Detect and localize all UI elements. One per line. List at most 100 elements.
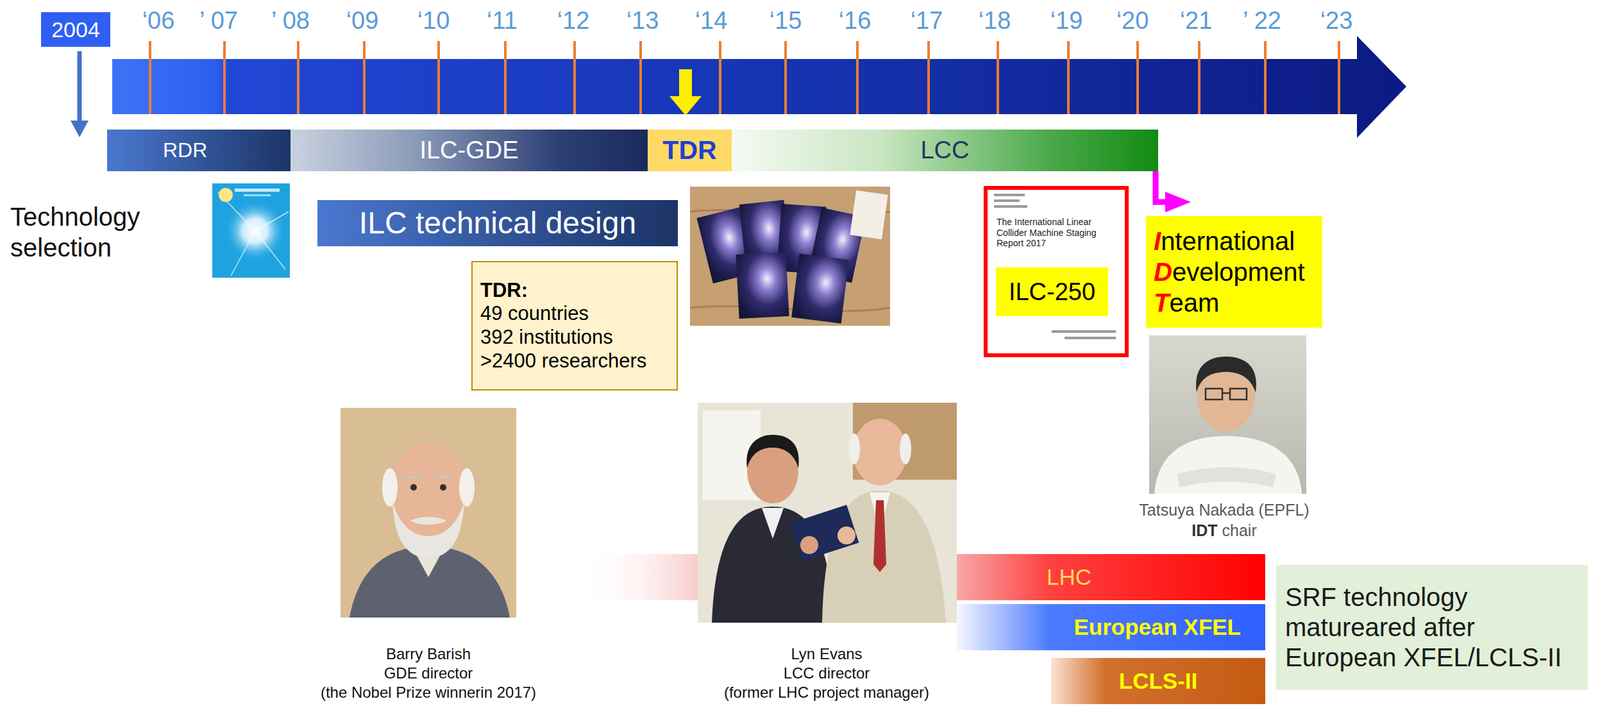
staging-report-page	[993, 199, 1020, 203]
year-label: ‘12	[557, 6, 590, 36]
nakada-portrait	[1229, 388, 1247, 400]
person-caption: Tatsuya Nakada (EPFL)	[1138, 500, 1309, 520]
person-caption: Lyn Evans	[790, 645, 862, 664]
nakada-portrait	[1154, 436, 1302, 494]
year-label: ‘14	[695, 6, 728, 36]
initial-letter: D	[1153, 257, 1173, 287]
nakada-portrait	[1149, 335, 1307, 494]
phase-name: ILC-GDE	[419, 135, 519, 165]
person-caption: GDE director	[384, 664, 474, 683]
year-ticks	[223, 41, 226, 115]
evans-handover-photo	[746, 434, 799, 469]
facility-name: European XFEL	[1073, 613, 1241, 640]
evans-handover-photo	[790, 504, 860, 561]
year-label: ‘19	[1050, 6, 1084, 36]
year-box: 2004	[41, 12, 111, 47]
design-title: ILC technical design	[359, 205, 637, 242]
facility-bar: LCLS-II	[1051, 657, 1266, 705]
tdr-volumes-photo	[735, 252, 789, 319]
person-caption: LCC director	[783, 664, 871, 683]
facility-name: LHC	[1046, 563, 1092, 590]
year-label: ‘15	[769, 6, 803, 36]
year-label: ‘21	[1179, 6, 1213, 36]
year-ticks	[296, 41, 300, 115]
year-label: ‘17	[910, 6, 944, 36]
staging-report-page	[993, 205, 1028, 208]
phase-bar: RDR	[107, 129, 291, 172]
evans-handover-photo	[873, 500, 887, 573]
info-text: TDR:	[480, 278, 528, 303]
evans-handover-photo	[848, 433, 860, 465]
info-text: 49 countries	[480, 302, 589, 326]
year-ticks	[1136, 41, 1139, 115]
year-label: ’ 07	[199, 6, 238, 36]
year-ticks	[996, 41, 1000, 115]
person-caption: Barry Barish	[386, 645, 471, 664]
nakada-portrait	[1176, 467, 1277, 488]
person-role: IDT	[1191, 520, 1218, 540]
nakada-portrait	[1195, 356, 1257, 393]
nakada-portrait	[1222, 392, 1230, 395]
year-label: ‘09	[346, 6, 379, 36]
rdr-report-cover	[212, 183, 290, 278]
year-ticks	[362, 41, 366, 115]
barish-portrait	[392, 501, 465, 558]
facility-bar: European XFEL	[956, 604, 1266, 651]
staging-report-page	[1051, 330, 1116, 333]
year-label: ‘20	[1116, 6, 1150, 36]
phase-name: TDR	[662, 134, 717, 166]
year-label: ’ 22	[1242, 6, 1282, 36]
barish-portrait	[459, 468, 475, 507]
year-label: ‘13	[626, 6, 660, 36]
phase-bar: ILC-GDE	[290, 129, 648, 172]
tdr-volumes-photo	[690, 186, 891, 326]
tdr-volumes-photo	[791, 253, 850, 324]
tdr-marker-arrow	[669, 69, 702, 116]
barish-portrait	[439, 484, 447, 491]
barish-portrait	[410, 516, 447, 525]
info-text: >2400 researchers	[480, 349, 647, 374]
timeline-arrow	[112, 35, 1407, 138]
tdr-volumes-photo	[690, 186, 891, 326]
year-ticks	[639, 41, 642, 115]
year-label: ’ 08	[271, 6, 310, 36]
year-ticks	[437, 41, 440, 115]
staging-report-page	[983, 185, 1129, 358]
team-word: Team	[1153, 287, 1306, 319]
year-label: ‘06	[142, 6, 176, 36]
rdr-report-cover	[218, 187, 233, 203]
year-ticks	[148, 41, 152, 115]
evans-handover-photo	[697, 402, 957, 623]
year-ticks	[1197, 41, 1201, 115]
year-ticks	[1263, 41, 1267, 115]
tdr-volumes-photo	[849, 190, 888, 240]
barish-portrait	[340, 407, 517, 618]
evans-handover-photo	[800, 536, 819, 555]
year-label: ‘23	[1320, 6, 1354, 36]
phase-bar: LCC	[731, 129, 1159, 172]
connector-arrow	[1155, 171, 1177, 203]
year-label: ‘11	[486, 6, 518, 36]
tdr-volumes-photo	[690, 306, 891, 312]
year-ticks	[1337, 41, 1341, 115]
year-ticks	[856, 41, 859, 115]
rdr-report-cover	[212, 183, 290, 278]
barish-portrait	[410, 484, 417, 491]
nakada-portrait	[1149, 335, 1307, 494]
year-ticks	[573, 41, 576, 115]
phase-name: LCC	[920, 135, 969, 165]
note-label: Technology selection	[10, 201, 158, 263]
evans-handover-photo	[761, 507, 784, 539]
staging-report-page	[983, 185, 1129, 358]
year-ticks	[718, 41, 722, 115]
barish-portrait	[382, 468, 398, 507]
year-text: 2004	[51, 16, 101, 43]
year-ticks	[504, 41, 507, 115]
team-word: Development	[1153, 256, 1306, 288]
initial-letter: I	[1153, 227, 1161, 256]
team-box: International Development Team	[1145, 216, 1323, 328]
year-ticks	[784, 41, 787, 115]
start-arrow	[70, 51, 89, 138]
person-role: chair	[1222, 520, 1257, 540]
